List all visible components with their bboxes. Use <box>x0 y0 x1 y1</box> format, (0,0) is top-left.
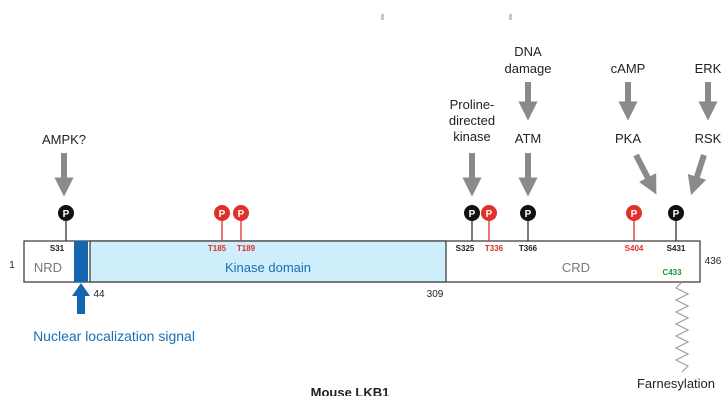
phospho-marker <box>481 205 497 221</box>
nls-arrow <box>72 283 90 314</box>
site-label: T189 <box>237 244 256 253</box>
proline-directed-label-line1: Proline- <box>450 97 495 112</box>
erk-label: ERK <box>695 61 722 76</box>
phospho-marker <box>520 205 536 221</box>
phospho-symbol: P <box>469 209 476 220</box>
phospho-marker <box>214 205 230 221</box>
proline-directed-label-line3: kinase <box>453 129 491 144</box>
pka-arrow <box>633 153 657 195</box>
kinase-end-number: 309 <box>427 289 444 300</box>
dna-damage-label-line1: DNA <box>514 44 542 59</box>
site-s431: P S431 <box>667 205 686 253</box>
site-label: S325 <box>456 244 475 253</box>
nls-label: Nuclear localization signal <box>33 328 195 344</box>
site-t366: P T366 <box>519 205 538 253</box>
rsk-arrow <box>687 154 707 196</box>
figure-caption: Mouse LKB1 <box>311 385 390 396</box>
phospho-marker <box>464 205 480 221</box>
kinase-domain-label: Kinase domain <box>225 260 311 275</box>
nrd-label: NRD <box>34 260 62 275</box>
site-label: S431 <box>667 244 686 253</box>
artifact-mark <box>381 14 384 20</box>
site-label: T366 <box>519 244 538 253</box>
phospho-symbol: P <box>525 209 532 220</box>
ampk-label: AMPK? <box>42 132 86 147</box>
artifact-mark <box>509 14 512 20</box>
phospho-symbol: P <box>63 209 70 220</box>
phospho-symbol: P <box>486 209 493 220</box>
nls-boundary-number: 44 <box>93 289 105 300</box>
farnesylation-site-label: C433 <box>662 268 682 277</box>
site-label: S31 <box>50 244 65 253</box>
phospho-marker <box>58 205 74 221</box>
atm-label: ATM <box>515 131 541 146</box>
site-s404: P S404 <box>625 205 644 253</box>
phospho-symbol: P <box>673 209 680 220</box>
site-s325: P S325 <box>456 205 480 253</box>
phospho-symbol: P <box>219 209 226 220</box>
camp-label: cAMP <box>611 61 646 76</box>
site-t189: P T189 <box>233 205 256 253</box>
site-t336: P T336 <box>481 205 504 253</box>
nls-region <box>74 241 88 282</box>
site-t185: P T185 <box>208 205 230 253</box>
farnesylation-label: Farnesylation <box>637 376 715 391</box>
start-residue: 1 <box>9 260 15 271</box>
site-label: T185 <box>208 244 227 253</box>
site-label: S404 <box>625 244 644 253</box>
phospho-symbol: P <box>631 209 638 220</box>
dna-damage-label-line2: damage <box>505 61 552 76</box>
pka-label: PKA <box>615 131 641 146</box>
site-label: T336 <box>485 244 504 253</box>
site-s31: P S31 <box>50 205 74 253</box>
end-residue: 436 <box>705 256 722 267</box>
rsk-label: RSK <box>695 131 722 146</box>
phospho-marker <box>626 205 642 221</box>
proline-directed-label-line2: directed <box>449 113 495 128</box>
crd-label: CRD <box>562 260 590 275</box>
phospho-symbol: P <box>238 209 245 220</box>
phospho-marker <box>233 205 249 221</box>
farnesyl-chain <box>674 281 690 373</box>
kinase-domain-region <box>89 240 447 283</box>
phospho-marker <box>668 205 684 221</box>
